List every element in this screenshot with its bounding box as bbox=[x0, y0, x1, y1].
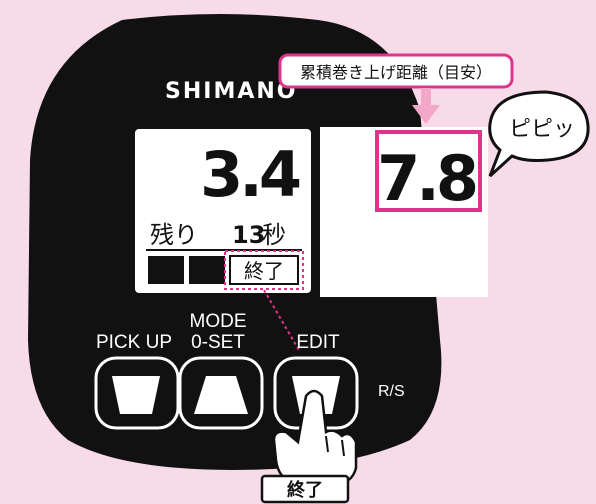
mode-label: MODE bbox=[190, 311, 247, 332]
rs-label: R/S bbox=[378, 383, 405, 400]
mode-zero-set-button[interactable] bbox=[178, 356, 264, 430]
beep-speech-bubble bbox=[488, 90, 590, 178]
lcd-end-label: 終了 bbox=[244, 259, 284, 283]
bottom-end-caption: 終了 bbox=[287, 479, 323, 501]
accumulated-distance-callout bbox=[278, 53, 514, 89]
lcd-remaining-label: 残り bbox=[150, 221, 198, 249]
pick-up-button[interactable] bbox=[94, 356, 180, 430]
finger-crease-2 bbox=[341, 439, 345, 457]
beep-text: ピピッ bbox=[509, 117, 575, 142]
lcd-seconds-unit: 秒 bbox=[262, 221, 286, 249]
callout-arrow-head bbox=[412, 105, 440, 124]
lcd-screen bbox=[131, 125, 315, 297]
bottom-end-caption-box bbox=[260, 474, 350, 504]
pointing-finger-icon bbox=[272, 389, 358, 486]
lcd-seconds-value: 13 bbox=[232, 221, 265, 249]
accumulated-distance-label: 累積巻き上げ距離（目安） bbox=[300, 63, 492, 82]
lcd-end-box bbox=[229, 255, 299, 285]
lcd-end-highlight bbox=[224, 250, 304, 290]
lcd-indicator-block-1 bbox=[148, 256, 184, 284]
result-display-value: 7.8 bbox=[377, 142, 476, 215]
lcd-indicator-block-2 bbox=[189, 256, 225, 284]
finger-crease-1 bbox=[325, 435, 329, 453]
lcd-main-value: 3.4 bbox=[200, 138, 300, 211]
zero-set-label: 0-SET bbox=[191, 332, 245, 353]
edit-label: EDIT bbox=[296, 332, 340, 353]
callout-arrow-shaft bbox=[421, 88, 431, 106]
result-value-highlight bbox=[375, 130, 482, 212]
brand-logo: SHIMANO bbox=[165, 79, 297, 104]
pick-up-label: PICK UP bbox=[96, 332, 172, 353]
